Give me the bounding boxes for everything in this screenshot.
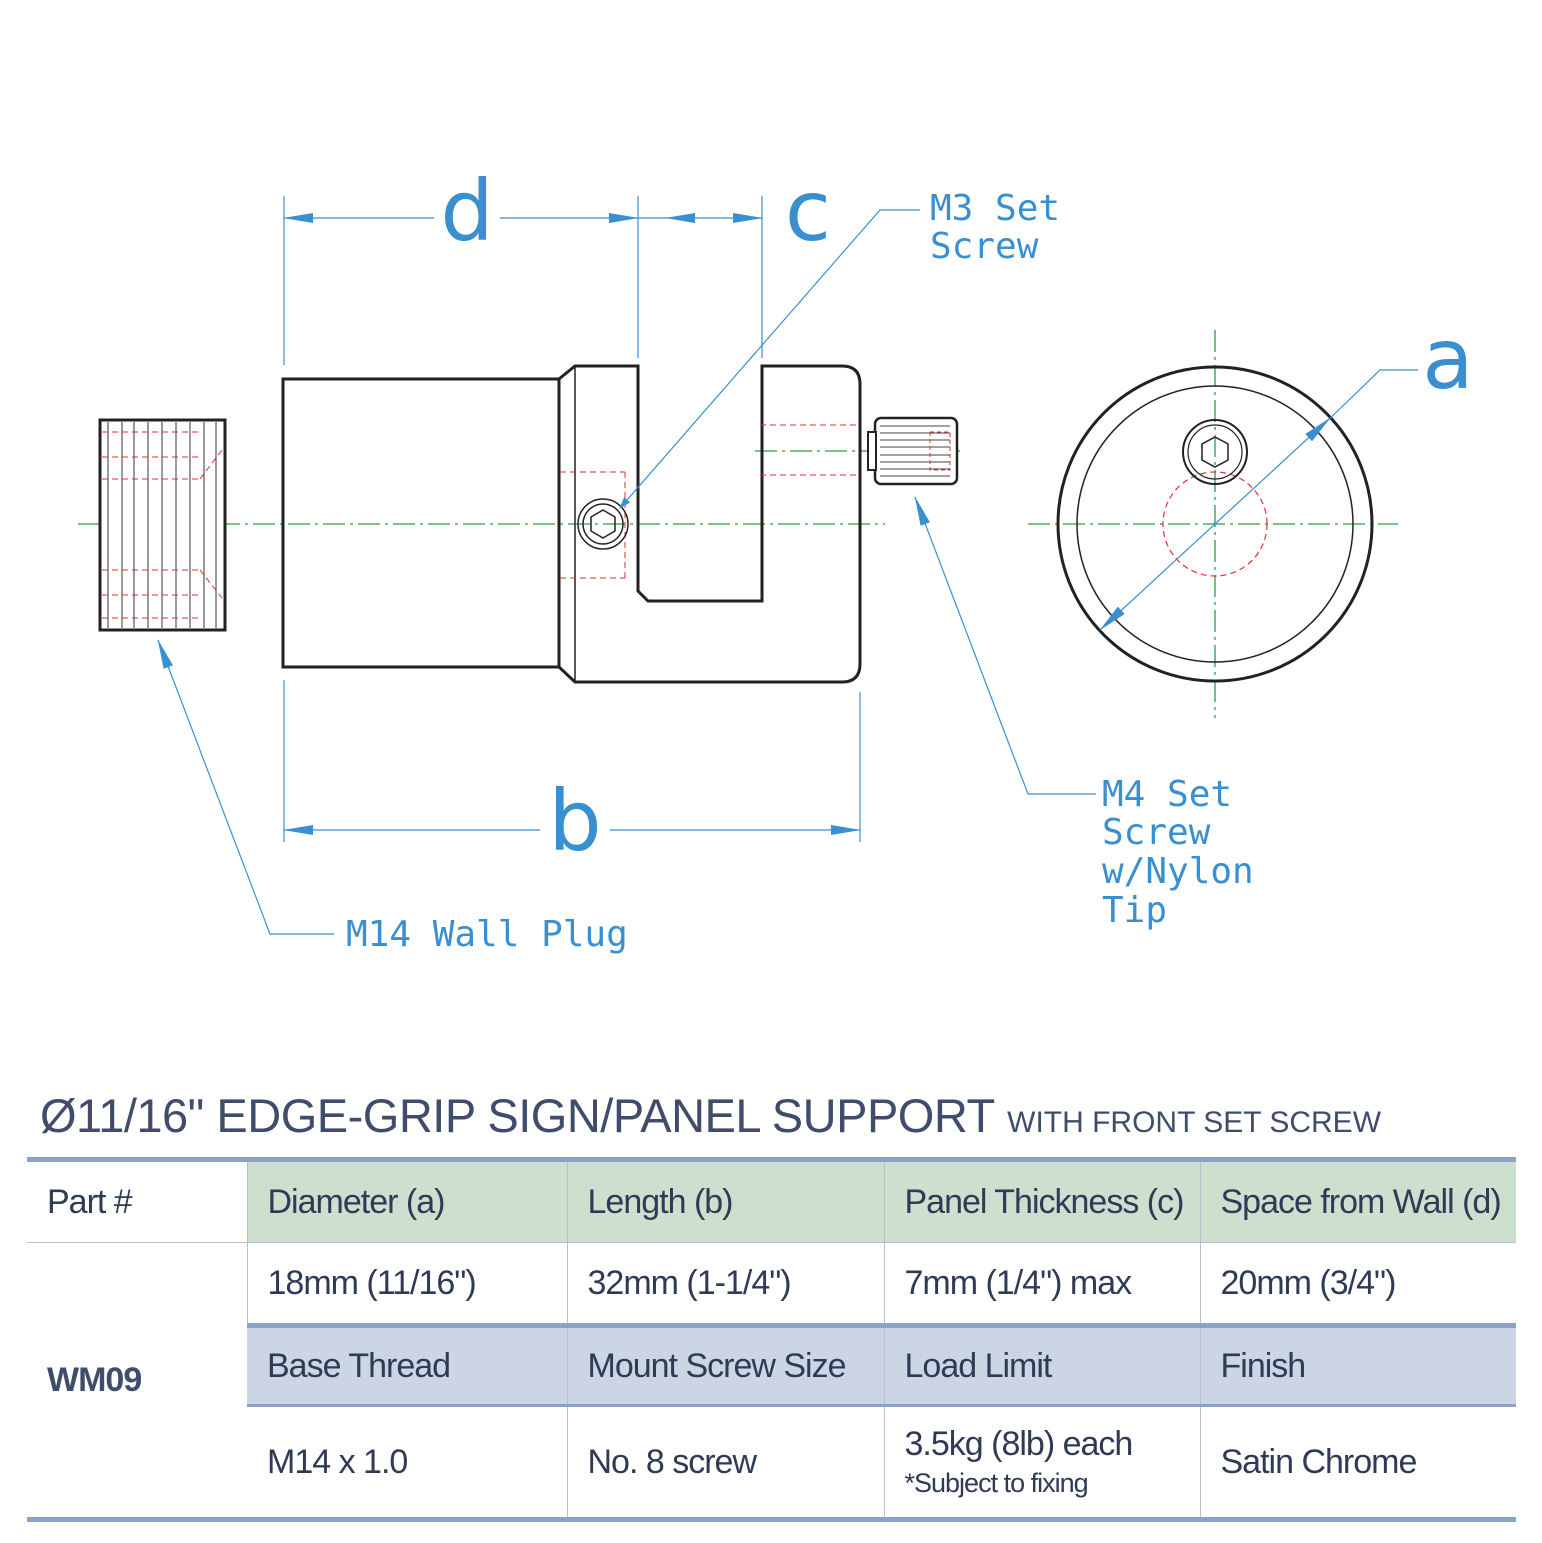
product-title-sub: WITH FRONT SET SCREW — [1007, 1106, 1382, 1139]
load-limit-note: *Subject to fixing — [904, 1468, 1089, 1498]
callout-m3-line1: M3 Set — [930, 188, 1060, 229]
hidden-lines — [560, 424, 860, 579]
value-load-limit-cell: 3.5kg (8lb) each *Subject to fixing — [883, 1405, 1200, 1522]
value-length: 32mm (1-1/4") — [566, 1242, 884, 1326]
part-number: WM09 — [27, 1242, 247, 1522]
value-mount-screw: No. 8 screw — [566, 1405, 884, 1522]
header-diameter: Diameter (a) — [246, 1157, 567, 1243]
header-length: Length (b) — [566, 1157, 884, 1243]
callout-m4-line2: Screw — [1102, 812, 1211, 853]
spec-header-row-1: Part # Diameter (a) Length (b) Panel Thi… — [27, 1157, 1516, 1243]
spec-value-row-2: M14 x 1.0 No. 8 screw 3.5kg (8lb) each *… — [27, 1405, 1516, 1522]
technical-drawing: d c b a M3 Set Screw M4 Set Screw w/Nylo… — [78, 162, 1474, 955]
header-mount-screw: Mount Screw Size — [566, 1323, 884, 1407]
callout-m4-line3: w/Nylon — [1102, 851, 1254, 892]
dim-label-d: d — [440, 162, 493, 260]
product-title: Ø11/16" EDGE-GRIP SIGN/PANEL SUPPORT WIT… — [40, 1088, 1520, 1143]
m3-screw-head — [577, 498, 629, 550]
product-title-main: Ø11/16" EDGE-GRIP SIGN/PANEL SUPPORT — [40, 1089, 995, 1142]
spec-table: Part # Diameter (a) Length (b) Panel Thi… — [27, 1157, 1516, 1522]
centerlines — [78, 330, 1398, 718]
header-finish: Finish — [1199, 1323, 1516, 1407]
value-diameter: 18mm (11/16") — [246, 1242, 567, 1326]
callout-m4-line1: M4 Set — [1102, 774, 1232, 815]
header-base-thread: Base Thread — [247, 1323, 567, 1407]
spec-value-row-1: WM09 18mm (11/16") 32mm (1-1/4") 7mm (1/… — [27, 1242, 1516, 1522]
callout-m4-line4: Tip — [1102, 890, 1167, 931]
header-load-limit: Load Limit — [883, 1323, 1200, 1407]
spec-header-row-2: Base Thread Mount Screw Size Load Limit … — [27, 1323, 1516, 1407]
value-panel-thickness: 7mm (1/4") max — [883, 1242, 1200, 1326]
header-panel-thickness: Panel Thickness (c) — [883, 1157, 1200, 1243]
callout-m3-line2: Screw — [930, 226, 1039, 267]
value-space-from-wall: 20mm (3/4") — [1199, 1242, 1516, 1326]
part-label: Part # — [27, 1157, 247, 1243]
wall-plug — [98, 418, 227, 632]
dimension-lines — [157, 196, 1418, 935]
support-body — [281, 364, 862, 684]
callout-wall-plug: M14 Wall Plug — [346, 914, 628, 955]
value-load-limit: 3.5kg (8lb) each — [904, 1425, 1134, 1463]
dim-label-c: c — [785, 162, 831, 260]
dim-label-a: a — [1422, 310, 1473, 408]
dim-label-b: b — [548, 772, 601, 870]
m4-screw — [867, 416, 959, 486]
value-base-thread: M14 x 1.0 — [247, 1405, 567, 1522]
header-space-from-wall: Space from Wall (d) — [1199, 1157, 1516, 1243]
value-finish: Satin Chrome — [1199, 1405, 1516, 1522]
